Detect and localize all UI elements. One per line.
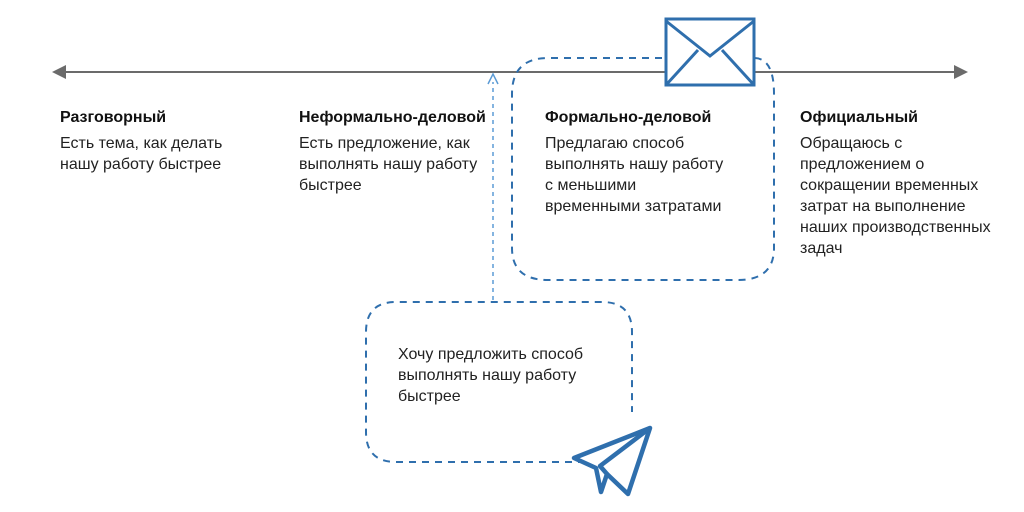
column-text: Обращаюсь с предложением о сокращении вр…: [800, 135, 991, 257]
envelope-icon: [664, 17, 756, 87]
column-title: Разговорный: [60, 109, 167, 126]
column-formal-business: Формально-деловой Предлагаю способ выпол…: [545, 107, 735, 217]
dashed-upward-arrow: [487, 72, 499, 300]
column-text: Есть предложение, как выполнять нашу раб…: [299, 135, 478, 194]
axis-right-arrowhead: [954, 65, 968, 79]
column-title: Формально-деловой: [545, 109, 712, 126]
column-colloquial: Разговорный Есть тема, как делать нашу р…: [60, 107, 230, 175]
bubble-text: Хочу предложить способ выполнять нашу ра…: [398, 346, 584, 405]
speech-bubble: [365, 301, 633, 463]
column-official: Официальный Обращаюсь с предложением о с…: [800, 107, 1000, 259]
column-title: Неформально-деловой: [299, 109, 486, 126]
formal-highlight-box: [511, 57, 775, 281]
column-text: Есть тема, как делать нашу работу быстре…: [60, 135, 223, 173]
formality-axis: [52, 65, 968, 79]
column-title: Официальный: [800, 109, 919, 126]
column-informal-business: Неформально-деловой Есть предложение, ка…: [299, 107, 489, 196]
axis-left-arrowhead: [52, 65, 66, 79]
paper-plane-icon: [571, 425, 653, 497]
column-text: Предлагаю способ выполнять нашу работу с…: [545, 135, 724, 215]
